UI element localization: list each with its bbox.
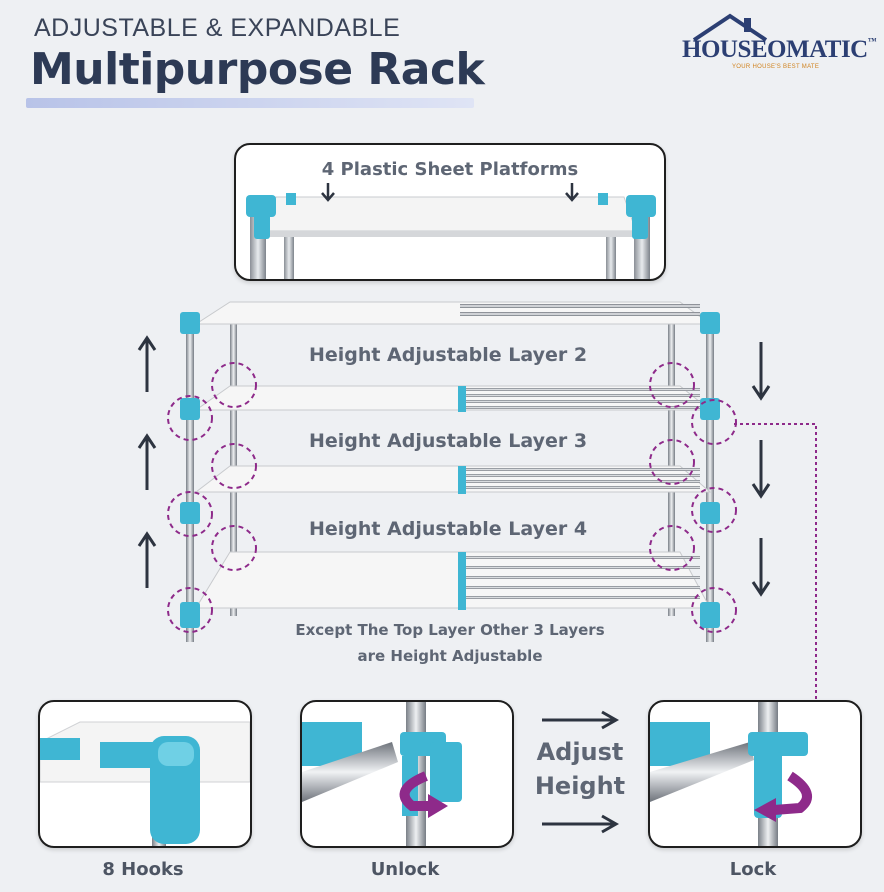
arrow-down-icon [751, 440, 771, 499]
adjust-height-line1: Adjust [536, 738, 624, 766]
arrow-down-icon [751, 538, 771, 597]
rack-illustration [167, 301, 737, 642]
house-roof-icon [692, 13, 768, 42]
brand-logo-text: HOUSEOMATIC™ [682, 36, 877, 64]
lock-closeup-image [650, 702, 812, 846]
layer-label: Height Adjustable Layer 4 [308, 518, 588, 540]
hooks-caption: 8 Hooks [102, 859, 184, 880]
unlock-caption: Unlock [370, 859, 440, 880]
shelf-3 [180, 465, 720, 524]
unlock-closeup-image [302, 702, 462, 846]
trademark-mark: ™ [867, 36, 877, 46]
hooks-detail-panel [38, 700, 252, 848]
platform-label: 4 Plastic Sheet Platforms [321, 159, 579, 180]
header-kicker: ADJUSTABLE & EXPANDABLE [34, 14, 401, 42]
brand-name: HOUSEOMATIC [682, 36, 868, 63]
arrow-right-icon [542, 814, 620, 834]
title-underline [26, 98, 474, 108]
adjustable-note-line2: are Height Adjustable [357, 647, 543, 665]
hook-closeup-image [40, 721, 250, 846]
shelf-top [180, 301, 720, 334]
arrow-up-icon [137, 531, 157, 588]
layer-label: Height Adjustable Layer 2 [308, 344, 588, 366]
rotate-arrow-icon [773, 771, 812, 815]
adjust-height-line2: Height [534, 772, 626, 800]
arrow-right-icon [542, 710, 620, 730]
arrow-up-icon [137, 433, 157, 490]
arrow-up-icon [137, 335, 157, 392]
arrow-down-icon [751, 342, 771, 401]
shelf-2 [180, 385, 720, 420]
lock-detail-panel [648, 700, 862, 848]
brand-tagline: YOUR HOUSE'S BEST MATE [732, 64, 820, 70]
page-title: Multipurpose Rack [30, 44, 485, 95]
platform-detail-panel: 4 Plastic Sheet Platforms [234, 143, 666, 281]
joint-highlight-circles [167, 362, 737, 633]
lock-caption: Lock [729, 859, 777, 880]
rotate-arrow-icon [399, 771, 432, 811]
layer-label: Height Adjustable Layer 3 [308, 430, 588, 452]
platform-closeup-image [246, 183, 656, 279]
adjustable-note-line1: Except The Top Layer Other 3 Layers [295, 621, 605, 639]
shelf-4 [180, 551, 720, 628]
unlock-detail-panel [300, 700, 514, 848]
